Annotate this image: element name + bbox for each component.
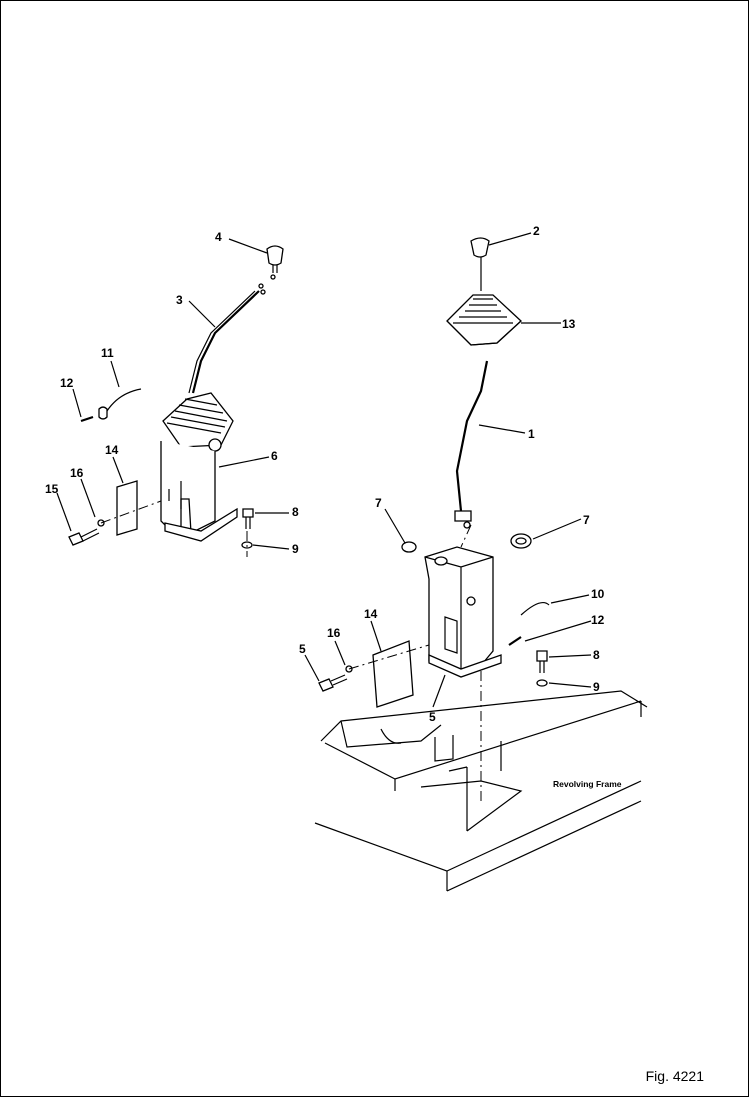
right-knob: [470, 237, 490, 258]
callout-9: 9: [292, 542, 299, 556]
callout-16: 16: [70, 466, 84, 480]
left-pin-11: [98, 388, 142, 420]
right-screw-12: [508, 636, 522, 646]
right-bolt-15: [318, 674, 348, 692]
left-screw-12: [80, 415, 94, 423]
right-pin-10: [520, 602, 550, 616]
callout-14-right: 14: [364, 607, 378, 621]
callout-15: 15: [45, 482, 59, 496]
revolving-frame-label: Revolving Frame: [553, 779, 622, 789]
right-bushing-7b: [510, 533, 532, 549]
callout-4: 4: [215, 230, 222, 244]
callout-7b: 7: [583, 513, 590, 527]
callout-8-right: 8: [593, 648, 600, 662]
left-lever-rod: [191, 290, 260, 394]
left-cover: [116, 480, 138, 536]
left-bolt-15: [68, 528, 100, 546]
callout-6: 6: [271, 449, 278, 463]
right-control-lever-assembly: [318, 237, 550, 801]
callout-15-right: 5: [299, 642, 306, 656]
callout-1: 1: [528, 427, 535, 441]
callout-11: 11: [101, 346, 114, 360]
left-bolt-8: [242, 508, 254, 529]
figure-number: Fig. 4221: [645, 1068, 704, 1084]
left-stand: [160, 441, 238, 542]
callout-labels-left: 4 3 11 12 14 16 15 6 8 9: [45, 230, 299, 556]
callout-13: 13: [562, 317, 576, 331]
callout-7a: 7: [375, 496, 382, 510]
right-lever-rod: [455, 360, 489, 512]
callout-16-right: 16: [327, 626, 341, 640]
leader-lines: [56, 232, 592, 708]
left-control-lever-assembly: [68, 245, 284, 557]
callout-9-right: 9: [593, 680, 600, 694]
callout-labels-right: 2 13 1 7 7 10 12 14 16 5 8 9 5: [299, 224, 605, 724]
callout-12-right: 12: [591, 613, 605, 627]
right-boot: [446, 294, 522, 346]
callout-12: 12: [60, 376, 74, 390]
right-stand: [424, 546, 502, 678]
callout-10: 10: [591, 587, 605, 601]
right-bushing-7a: [401, 541, 417, 553]
left-boot: [162, 392, 234, 452]
right-cover: [372, 640, 414, 708]
right-bolt-8: [536, 650, 548, 673]
callout-5: 5: [429, 710, 436, 724]
right-washer-9: [536, 679, 548, 687]
callout-3: 3: [176, 293, 183, 307]
revolving-frame: [314, 690, 648, 892]
left-knob: [258, 245, 284, 295]
callout-14: 14: [105, 443, 119, 457]
callout-2: 2: [533, 224, 540, 238]
callout-8: 8: [292, 505, 299, 519]
